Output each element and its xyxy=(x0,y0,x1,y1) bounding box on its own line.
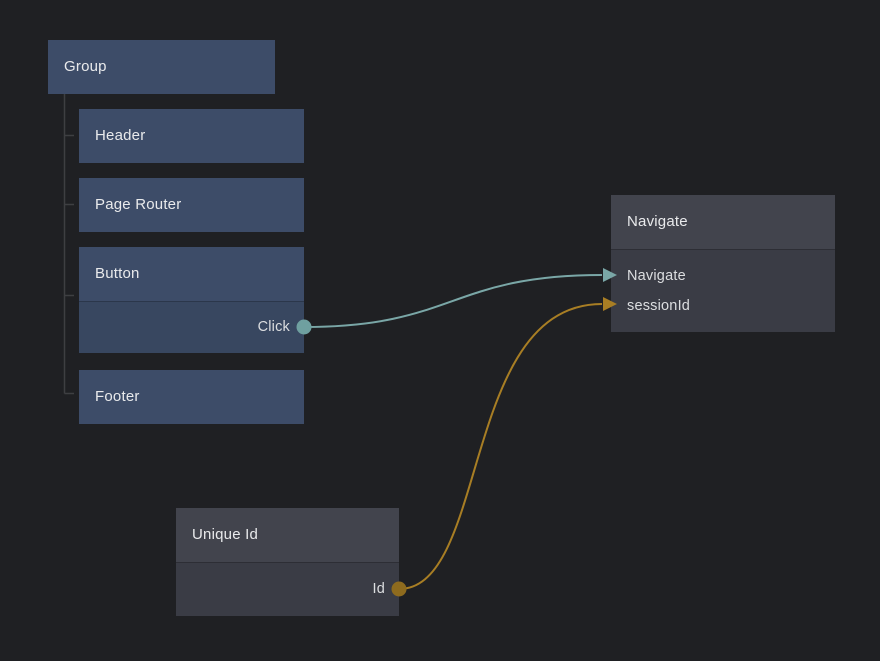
node-footer-title: Footer xyxy=(79,370,304,424)
input-port-sessionid[interactable]: sessionId xyxy=(627,298,691,314)
input-port-navigate[interactable]: Navigate xyxy=(627,268,686,284)
output-port-click[interactable]: Click xyxy=(257,319,290,335)
connection-click-to-navigate[interactable] xyxy=(303,274,603,328)
node-button[interactable]: Button Click xyxy=(79,247,304,353)
output-port-dot-id[interactable] xyxy=(391,581,407,597)
node-footer[interactable]: Footer xyxy=(79,370,304,424)
node-page-router-title: Page Router xyxy=(79,178,304,232)
node-page-router[interactable]: Page Router xyxy=(79,178,304,232)
node-navigate[interactable]: Navigate Navigate sessionId xyxy=(611,195,835,332)
node-unique-id-title: Unique Id xyxy=(176,508,399,562)
node-header[interactable]: Header xyxy=(79,109,304,163)
output-port-dot-click[interactable] xyxy=(296,319,312,335)
connection-id-to-sessionid[interactable] xyxy=(398,303,603,590)
node-button-ports: Click xyxy=(79,301,304,353)
node-group-title: Group xyxy=(48,40,275,94)
node-button-title: Button xyxy=(79,247,304,301)
node-unique-id-ports: Id xyxy=(176,562,399,616)
node-header-title: Header xyxy=(79,109,304,163)
node-unique-id[interactable]: Unique Id Id xyxy=(176,508,399,616)
node-navigate-ports: Navigate sessionId xyxy=(611,249,835,332)
input-arrow-icon-navigate[interactable] xyxy=(603,268,617,282)
output-port-id[interactable]: Id xyxy=(372,581,385,597)
node-group[interactable]: Group xyxy=(48,40,275,94)
input-arrow-icon-sessionid[interactable] xyxy=(603,297,617,311)
node-navigate-title: Navigate xyxy=(611,195,835,249)
